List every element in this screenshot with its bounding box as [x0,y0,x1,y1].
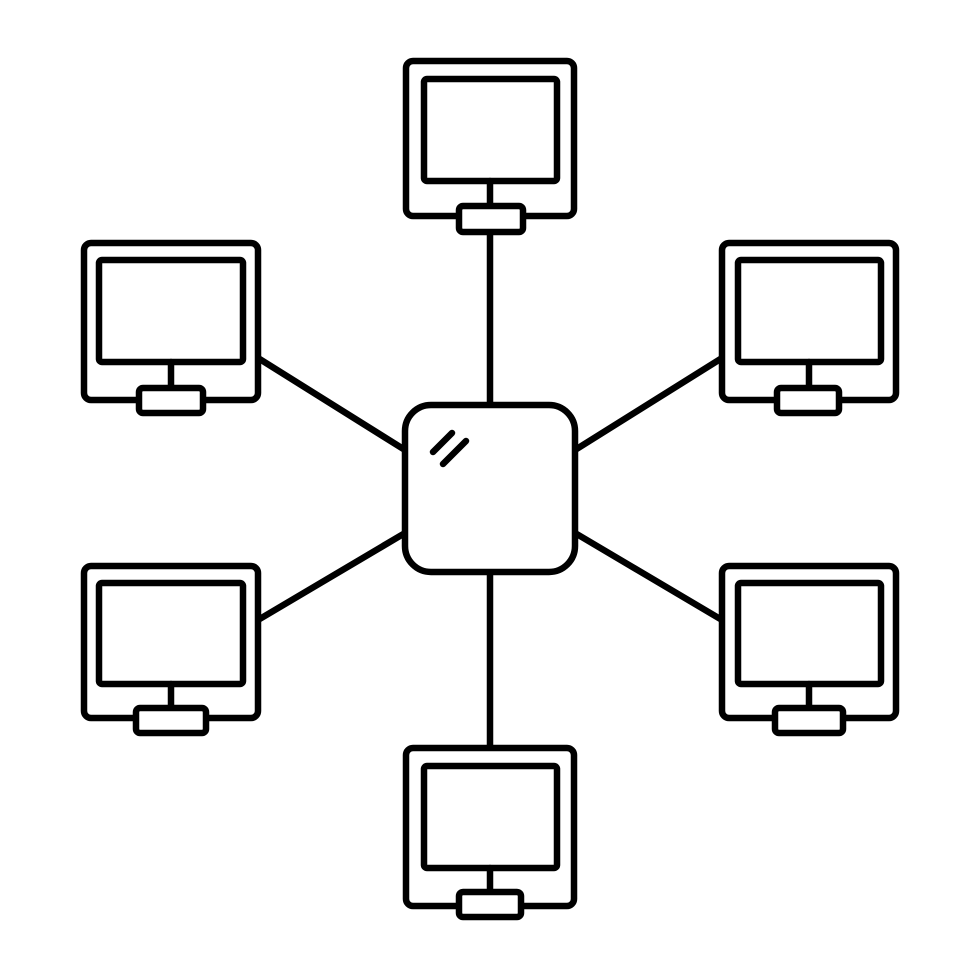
computer-node-upper-right [718,239,900,417]
monitor-stand-base [771,704,847,737]
network-hub-icon [401,401,579,576]
computer-node-upper-left [80,239,262,417]
connections [254,226,726,752]
monitor-stand-base [132,704,210,737]
connection-line-upper-right [571,354,726,454]
connection-line-upper-left [254,354,409,454]
computer-node-bottom [402,744,578,921]
monitor-stand-base [773,384,843,417]
monitor-stand-base [135,384,207,417]
computer-node-lower-right [718,562,900,737]
hub-node [401,401,579,576]
computer-node-top [402,57,578,236]
glare-mark [429,429,456,456]
monitor-stand-base [455,888,525,921]
connection-line-lower-right [571,529,726,624]
connection-line-lower-left [254,529,409,624]
glare-mark [439,437,470,468]
computer-node-lower-left [80,562,262,737]
monitor-stand-base [455,202,527,236]
